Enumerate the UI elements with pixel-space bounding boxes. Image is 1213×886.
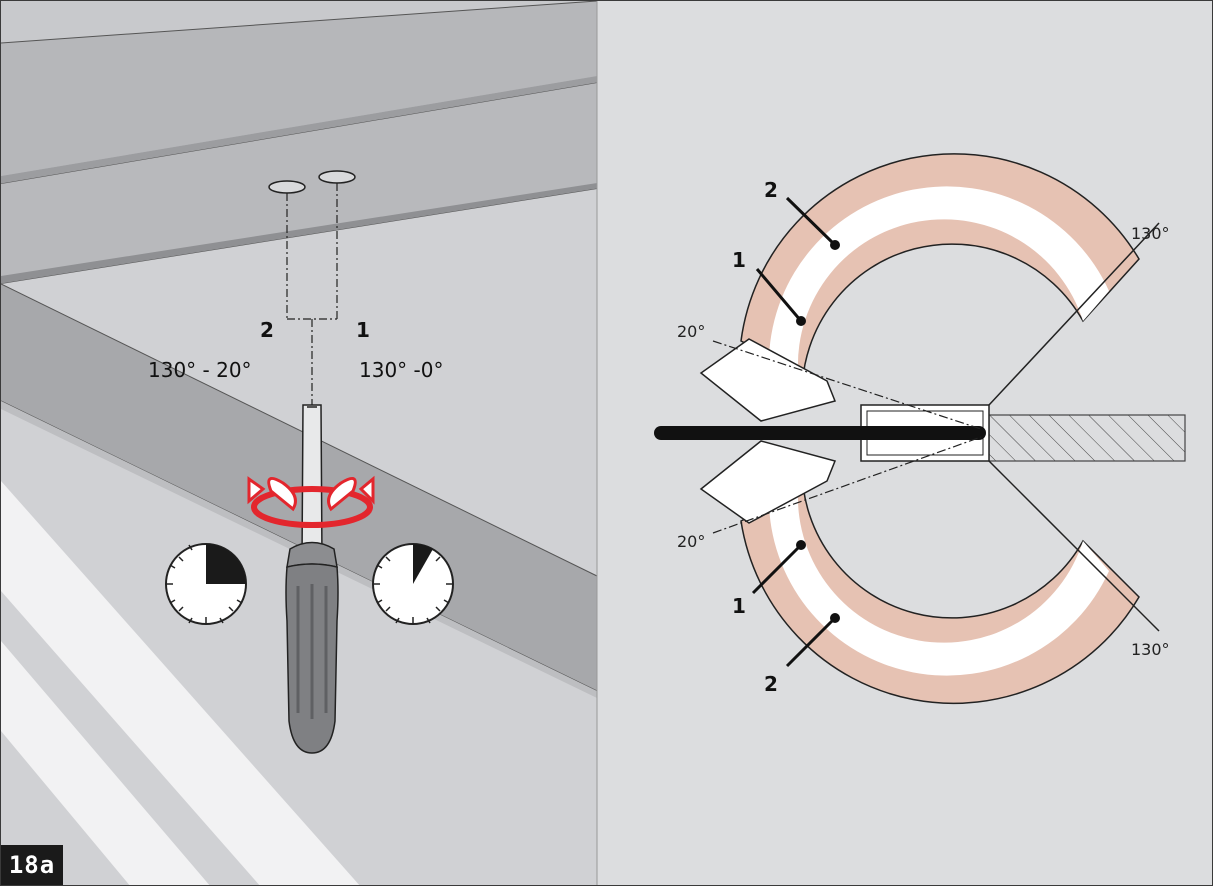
leader-lines xyxy=(286,183,338,405)
zone-label-2-top: 2 xyxy=(764,178,778,202)
range-label-130-0: 130° -0° xyxy=(359,358,443,382)
zone-label-1-top: 1 xyxy=(732,248,746,272)
rotation-arrows-icon xyxy=(247,475,375,528)
clock-gauge-130-20 xyxy=(165,543,247,625)
zone-label-1-bottom: 1 xyxy=(732,594,746,618)
angle-line-20-bottom xyxy=(712,436,982,534)
light-stripe xyxy=(1,481,360,885)
hole-label-2: 2 xyxy=(260,318,274,342)
zone-label-2-bottom: 2 xyxy=(764,672,778,696)
adjust-hole-2 xyxy=(268,180,306,194)
limit-line-top xyxy=(988,222,1160,406)
top-rail xyxy=(1,1,597,176)
angle-label-130-bottom: 130° xyxy=(1131,640,1170,659)
lower-range-band-1 xyxy=(769,491,1109,676)
hole-label-1: 1 xyxy=(356,318,370,342)
angle-label-20-top: 20° xyxy=(677,322,705,341)
range-label-130-20: 130° - 20° xyxy=(148,358,252,382)
right-panel: 130° 20° 20° 130° 2 1 1 2 xyxy=(598,1,1212,885)
angle-line-20-top xyxy=(712,340,982,430)
figure-label: 18a xyxy=(1,845,63,885)
upper-range-band-1 xyxy=(769,186,1109,371)
clock-gauge-130-0 xyxy=(372,543,454,625)
limit-line-bottom xyxy=(988,460,1160,632)
adjust-hole-1 xyxy=(318,170,356,184)
callout-leaders xyxy=(751,196,837,668)
left-panel: 2 1 130° - 20° 130° -0° xyxy=(1,1,598,885)
angle-label-130-top: 130° xyxy=(1131,224,1170,243)
light-stripe xyxy=(1,641,210,885)
angle-label-20-bottom: 20° xyxy=(677,532,705,551)
hatched-wall xyxy=(988,414,1186,462)
lower-arrow-head xyxy=(699,440,837,524)
